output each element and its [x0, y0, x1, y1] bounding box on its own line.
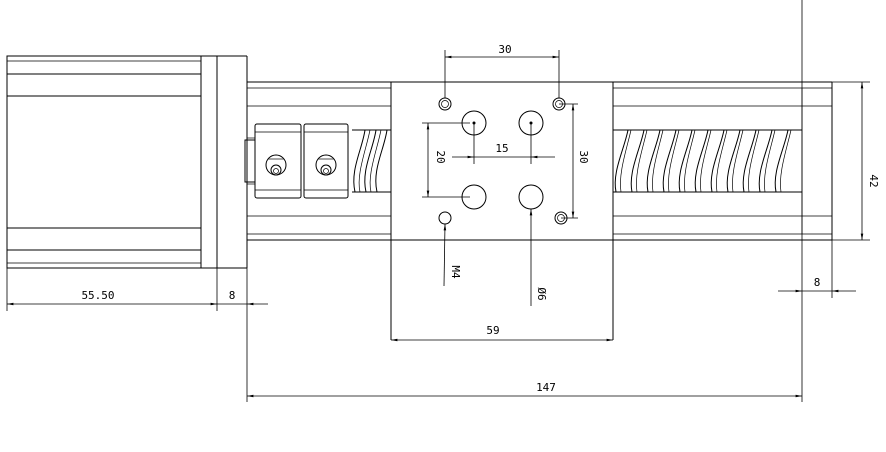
- screw-thread: [742, 129, 757, 193]
- screw-thread: [710, 129, 725, 193]
- dim-motor-length: 55.50: [6, 268, 218, 311]
- leader-d6: Ø6: [529, 209, 548, 306]
- lead-screw-left: [352, 129, 391, 193]
- screw-thread: [630, 129, 645, 193]
- motor-flange: [200, 55, 248, 269]
- dim-55-50-text: 55.50: [81, 289, 114, 302]
- motor-body: [6, 55, 202, 269]
- screw-thread-shadow: [652, 129, 664, 193]
- screw-thread-shadow: [668, 129, 680, 193]
- dim-hole-spacing-center: 15: [452, 123, 555, 164]
- dim-gap-left: 8: [217, 268, 268, 402]
- screw-thread-shadow: [620, 129, 632, 193]
- screw-thread: [678, 129, 693, 193]
- dim-8-left-text: 8: [229, 289, 236, 302]
- dim-carriage-width: 59: [391, 324, 613, 342]
- label-m4-text: M4: [449, 265, 462, 279]
- lead-screw-right: [613, 129, 802, 193]
- screw-thread: [694, 129, 709, 193]
- dim-hole-spacing-top: 30: [444, 43, 560, 98]
- coupling-block-right: [303, 123, 349, 199]
- dim-42-text: 42: [867, 174, 880, 187]
- screw-thread: [662, 129, 677, 193]
- dim-15-text: 15: [495, 142, 508, 155]
- dim-total-length: 147: [247, 0, 803, 402]
- dim-gap-right: 8: [778, 240, 856, 298]
- dim-59-text: 59: [486, 324, 499, 337]
- screw-thread: [646, 129, 661, 193]
- screw-thread-shadow: [732, 129, 744, 193]
- screw-thread-shadow: [748, 129, 760, 193]
- screw-thread: [726, 129, 741, 193]
- screw-thread-shadow: [780, 129, 792, 193]
- screw-thread: [774, 129, 789, 193]
- screw-thread: [614, 129, 629, 193]
- dim-rail-height: 42: [832, 81, 880, 241]
- screw-thread-shadow: [684, 129, 696, 193]
- leader-m4: M4: [443, 223, 462, 287]
- dim-20-text: 20: [434, 150, 447, 163]
- dim-30-right-text: 30: [577, 150, 590, 163]
- screw-thread-shadow: [700, 129, 712, 193]
- coupling-block-left: [254, 123, 302, 199]
- dim-8-right-text: 8: [814, 276, 821, 289]
- screw-thread-shadow: [716, 129, 728, 193]
- dim-30-top-text: 30: [498, 43, 511, 56]
- screw-thread: [758, 129, 773, 193]
- carriage-plate: [390, 81, 614, 340]
- coupling-shaft: [244, 139, 256, 183]
- dim-147-text: 147: [536, 381, 556, 394]
- screw-thread-shadow: [764, 129, 776, 193]
- dim-hole-spacing-vertical-left: 20: [422, 122, 470, 198]
- label-d6-text: Ø6: [535, 287, 548, 300]
- screw-thread-shadow: [636, 129, 648, 193]
- dim-hole-spacing-vertical-right: 30: [559, 103, 590, 219]
